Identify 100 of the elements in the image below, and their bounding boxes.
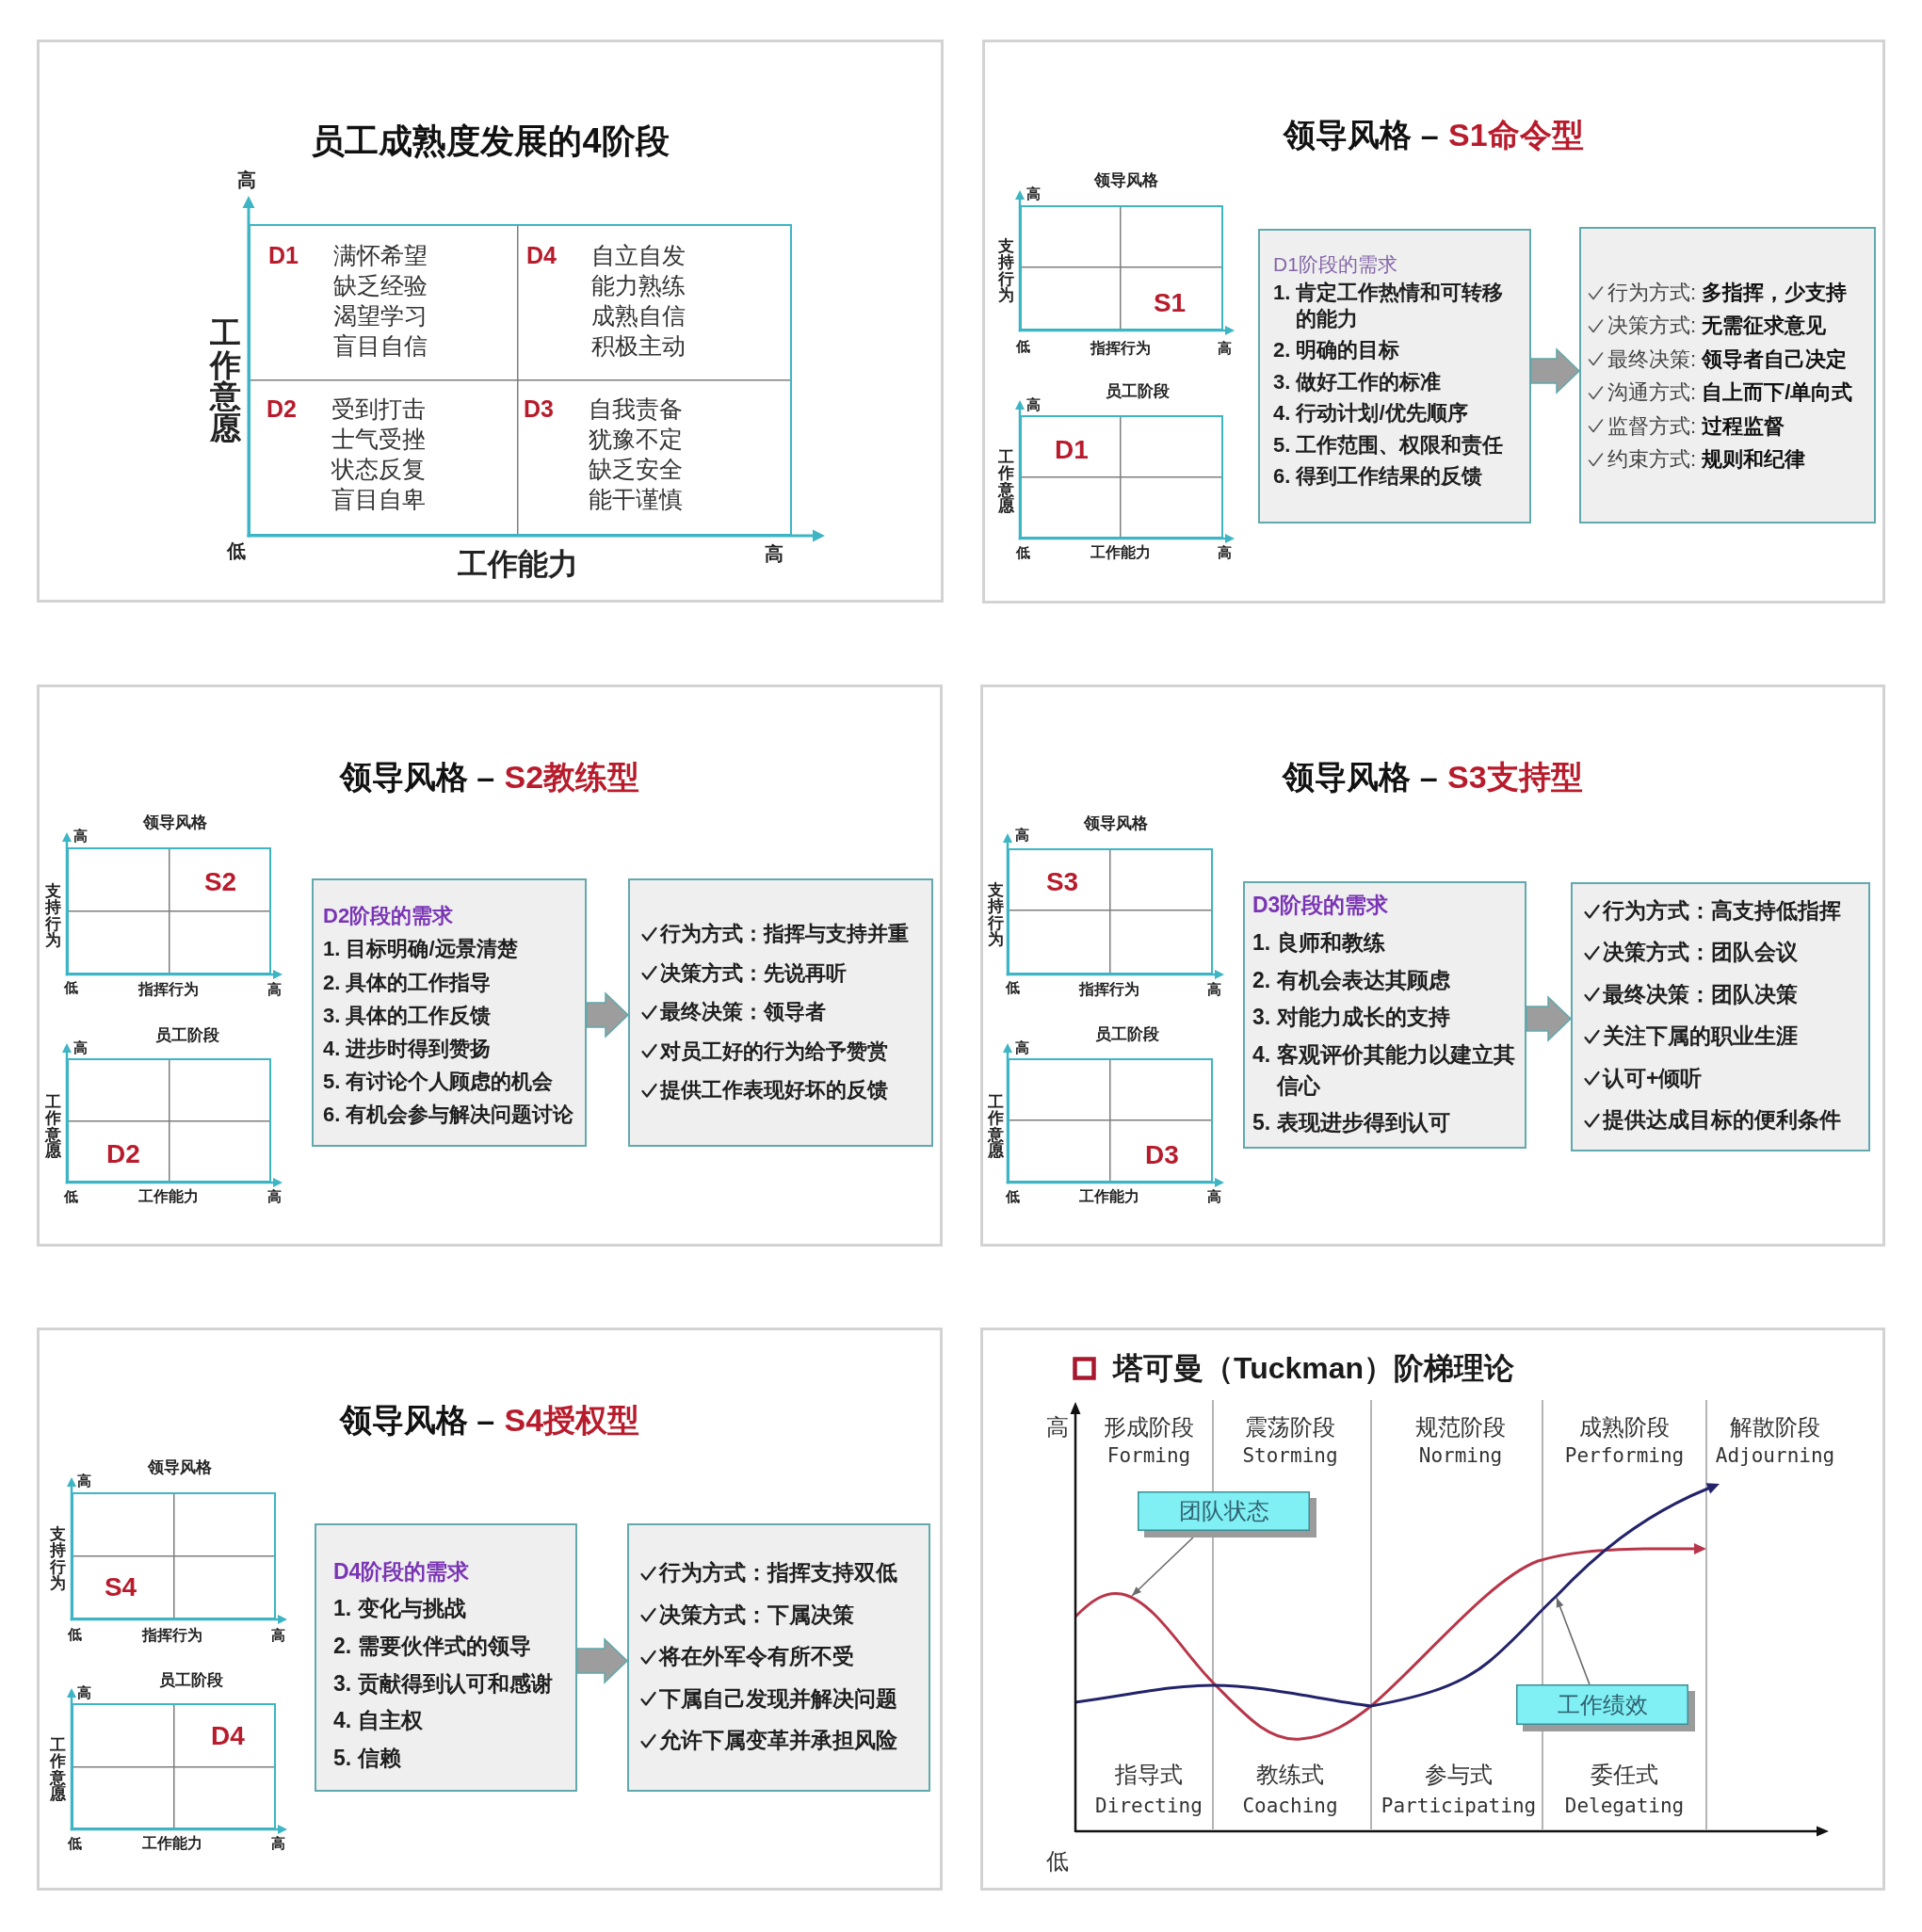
axis-label: 高 xyxy=(73,1039,88,1056)
chart-caption: 员工阶段 xyxy=(1106,381,1170,402)
quadrant-grid xyxy=(1020,205,1223,330)
quadrant-grid xyxy=(1008,1058,1213,1183)
stage-code: D3 xyxy=(524,394,554,423)
list-item: 决策方式：先说再听 xyxy=(660,960,847,986)
list-item: 4. 进步时得到赞扬 xyxy=(323,1036,492,1062)
axis-label: 高 xyxy=(76,1473,91,1489)
axis-label: 低 xyxy=(63,979,78,996)
slide-panel xyxy=(980,1328,1885,1891)
leader-line xyxy=(1556,1597,1591,1685)
axis-title: 工作意愿 xyxy=(50,1737,67,1803)
list-item: 关注下属的职业生涯 xyxy=(1603,1023,1798,1050)
list-item: 最终决策：团队决策 xyxy=(1603,982,1798,1008)
list-item: 6. 有机会参与解决问题讨论 xyxy=(323,1102,574,1129)
slide-title: 领导风格 – xyxy=(339,758,495,795)
axis-label: 高 xyxy=(270,1627,285,1644)
list-item: 1. 目标明确/远景清楚 xyxy=(323,936,518,963)
list-item: 状态反复 xyxy=(331,455,426,483)
list-item: 决策方式: 无需征求意见 xyxy=(1607,314,1827,339)
quadrant-grid xyxy=(1020,415,1223,539)
axis-title: 支持行为 xyxy=(988,882,1005,948)
quadrant-label: D2 xyxy=(106,1138,140,1170)
style-label: Participating xyxy=(1381,1795,1537,1819)
stage-label: Norming xyxy=(1418,1444,1503,1469)
list-item: 盲目自信 xyxy=(333,331,428,360)
axis-label: 高 xyxy=(266,1188,282,1205)
stage-code: D1 xyxy=(268,241,299,269)
axis-label: 低 xyxy=(1015,544,1030,561)
list-item: 士气受挫 xyxy=(331,425,426,453)
axis-label: 高 xyxy=(1046,1413,1069,1441)
axis-label: 高 xyxy=(765,542,783,565)
style-label: 委任式 xyxy=(1591,1761,1658,1789)
slide-title: 塔可曼（Tuckman）阶梯理论 xyxy=(1113,1349,1515,1387)
slide-panel xyxy=(982,40,1885,604)
quadrant-grid xyxy=(249,224,792,536)
list-item: 缺乏经验 xyxy=(333,271,428,299)
axis-label: 高 xyxy=(1014,827,1029,844)
stage-label: 成熟阶段 xyxy=(1579,1413,1670,1441)
axis-label: 高 xyxy=(73,828,88,845)
list-item: 沟通方式: 自上而下/单向式 xyxy=(1607,380,1853,406)
slide-title: 领导风格 – xyxy=(339,1401,495,1438)
list-item: 能力熟练 xyxy=(591,271,686,299)
list-item: 最终决策: 领导者自己决定 xyxy=(1607,346,1848,372)
quadrant-grid xyxy=(1008,848,1213,974)
list-item: 下属自己发现并解决问题 xyxy=(659,1685,897,1713)
list-item: 3. 贡献得到认可和感谢 xyxy=(333,1669,553,1698)
stage-label: Forming xyxy=(1106,1444,1191,1469)
axis-label: 高 xyxy=(1206,1188,1221,1205)
style-label: Coaching xyxy=(1242,1795,1338,1819)
axis-title: 支持行为 xyxy=(45,883,62,949)
box-heading: D3阶段的需求 xyxy=(1252,892,1389,920)
text-box xyxy=(1258,229,1531,523)
quadrant-grid xyxy=(72,1492,276,1619)
list-item: 最终决策：领导者 xyxy=(660,999,826,1025)
list-item: 2. 明确的目标 xyxy=(1273,337,1400,363)
list-item: 提供达成目标的便利条件 xyxy=(1603,1107,1841,1134)
stage-code: D2 xyxy=(266,394,297,423)
title-emphasis: S4授权型 xyxy=(504,1401,640,1438)
list-item: 3. 做好工作的标准 xyxy=(1273,368,1442,395)
list-item: 行为方式：指挥支持双低 xyxy=(659,1560,897,1586)
list-item: 允许下属变革并承担风险 xyxy=(659,1728,897,1754)
text-box xyxy=(315,1523,577,1792)
title-emphasis: S3支持型 xyxy=(1446,758,1583,795)
slide-panel xyxy=(37,40,944,603)
axis-title: 工作意愿 xyxy=(998,449,1015,515)
list-item: 能干谨慎 xyxy=(589,485,683,513)
slide-panel xyxy=(37,684,943,1247)
title-emphasis: S2教练型 xyxy=(504,758,640,795)
list-item: 渴望学习 xyxy=(333,301,428,330)
box-heading: D2阶段的需求 xyxy=(323,902,454,929)
axis-label: 高 xyxy=(1014,1039,1029,1056)
axis-label: 高 xyxy=(1026,185,1041,202)
list-item: 自我责备 xyxy=(589,394,683,423)
axis-title: 指挥行为 xyxy=(142,1626,202,1645)
stage-label: Adjourning xyxy=(1715,1444,1835,1469)
list-item: 6. 得到工作结果的反馈 xyxy=(1273,463,1483,490)
axis-label: 高 xyxy=(1026,396,1041,413)
axis-title: 指挥行为 xyxy=(1079,980,1139,999)
list-item: 4. 客观评价其能力以建立其信心 xyxy=(1252,1040,1516,1100)
list-item: 提供工作表现好坏的反馈 xyxy=(660,1077,888,1103)
axis-label: 高 xyxy=(266,981,282,998)
list-item: 2. 需要伙伴式的领导 xyxy=(333,1632,531,1660)
slide-title: 员工成熟度发展的4阶段 xyxy=(311,121,670,161)
axis-title: 工作能力 xyxy=(138,1187,199,1206)
list-item: 4. 行动计划/优先顺序 xyxy=(1273,400,1468,427)
list-item: 5. 表现进步得到认可 xyxy=(1252,1109,1450,1137)
chart-caption: 员工阶段 xyxy=(159,1670,223,1691)
chart-caption: 员工阶段 xyxy=(155,1025,219,1046)
list-item: 犹豫不定 xyxy=(589,425,683,453)
axis-label: 高 xyxy=(270,1835,285,1852)
list-item: 4. 自主权 xyxy=(333,1707,423,1735)
stage-code: D4 xyxy=(526,241,557,269)
list-item: 积极主动 xyxy=(591,331,686,360)
style-label: 指导式 xyxy=(1115,1761,1183,1789)
axis-title: 工作能力 xyxy=(142,1834,202,1853)
list-item: 行为方式：高支持低指挥 xyxy=(1603,898,1841,925)
axis-title: 工作能力 xyxy=(1079,1187,1139,1206)
list-item: 决策方式：下属决策 xyxy=(659,1602,854,1629)
axis-title: 指挥行为 xyxy=(1090,339,1151,358)
